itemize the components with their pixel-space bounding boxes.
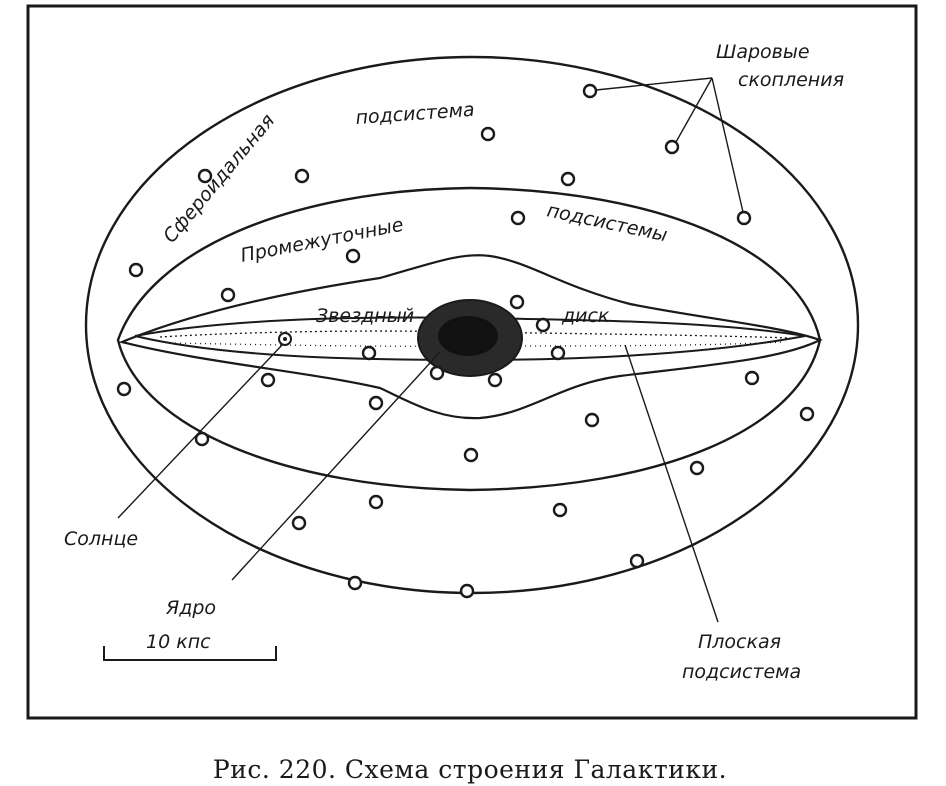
- globular-cluster: [746, 372, 758, 384]
- globular-cluster: [489, 374, 501, 386]
- globular-cluster: [511, 296, 523, 308]
- label-flat-subsystem: подсистема: [682, 661, 801, 683]
- leader-line-flat: [625, 345, 718, 622]
- globular-cluster: [431, 367, 443, 379]
- label-nucleus: Ядро: [165, 597, 216, 619]
- globular-cluster: [349, 577, 361, 589]
- globular-cluster: [461, 585, 473, 597]
- label-sun: Солнце: [64, 528, 138, 550]
- leader-line-globular-3: [712, 78, 743, 212]
- globular-cluster: [552, 347, 564, 359]
- label-globular: Шаровые: [716, 41, 810, 63]
- label-scale: 10 кпс: [146, 631, 211, 653]
- globular-cluster: [801, 408, 813, 420]
- globular-cluster: [465, 449, 477, 461]
- label-spheroidal: Сфероидальная: [159, 110, 279, 247]
- globular-cluster: [691, 462, 703, 474]
- label-spheroidal-subsystem: подсистема: [355, 99, 475, 129]
- globular-cluster: [370, 397, 382, 409]
- globular-cluster: [130, 264, 142, 276]
- label-flat: Плоская: [698, 631, 781, 653]
- label-stellar-disk: Звездный: [316, 305, 414, 327]
- figure-caption: Рис. 220. Схема строения Галактики.: [213, 755, 727, 784]
- globular-cluster: [562, 173, 574, 185]
- globular-cluster: [666, 141, 678, 153]
- leader-line-globular-2: [676, 78, 712, 142]
- label-disk: диск: [561, 305, 610, 327]
- globular-cluster: [222, 289, 234, 301]
- globular-cluster: [118, 383, 130, 395]
- nucleus-texture: [438, 316, 498, 356]
- globular-cluster: [584, 85, 596, 97]
- globular-cluster: [363, 347, 375, 359]
- sun-center: [283, 337, 287, 341]
- globular-cluster: [482, 128, 494, 140]
- globular-cluster: [554, 504, 566, 516]
- globular-cluster: [370, 496, 382, 508]
- globular-cluster: [262, 374, 274, 386]
- globular-cluster: [586, 414, 598, 426]
- label-intermediate-subsystems: подсистемы: [545, 199, 669, 246]
- globular-cluster: [293, 517, 305, 529]
- globular-cluster: [512, 212, 524, 224]
- leader-line-nucleus: [232, 352, 440, 580]
- globular-cluster: [296, 170, 308, 182]
- globular-cluster: [537, 319, 549, 331]
- globular-cluster: [631, 555, 643, 567]
- label-clusters: скопления: [738, 69, 844, 91]
- leader-line-sun: [118, 344, 283, 518]
- globular-cluster: [347, 250, 359, 262]
- globular-cluster: [738, 212, 750, 224]
